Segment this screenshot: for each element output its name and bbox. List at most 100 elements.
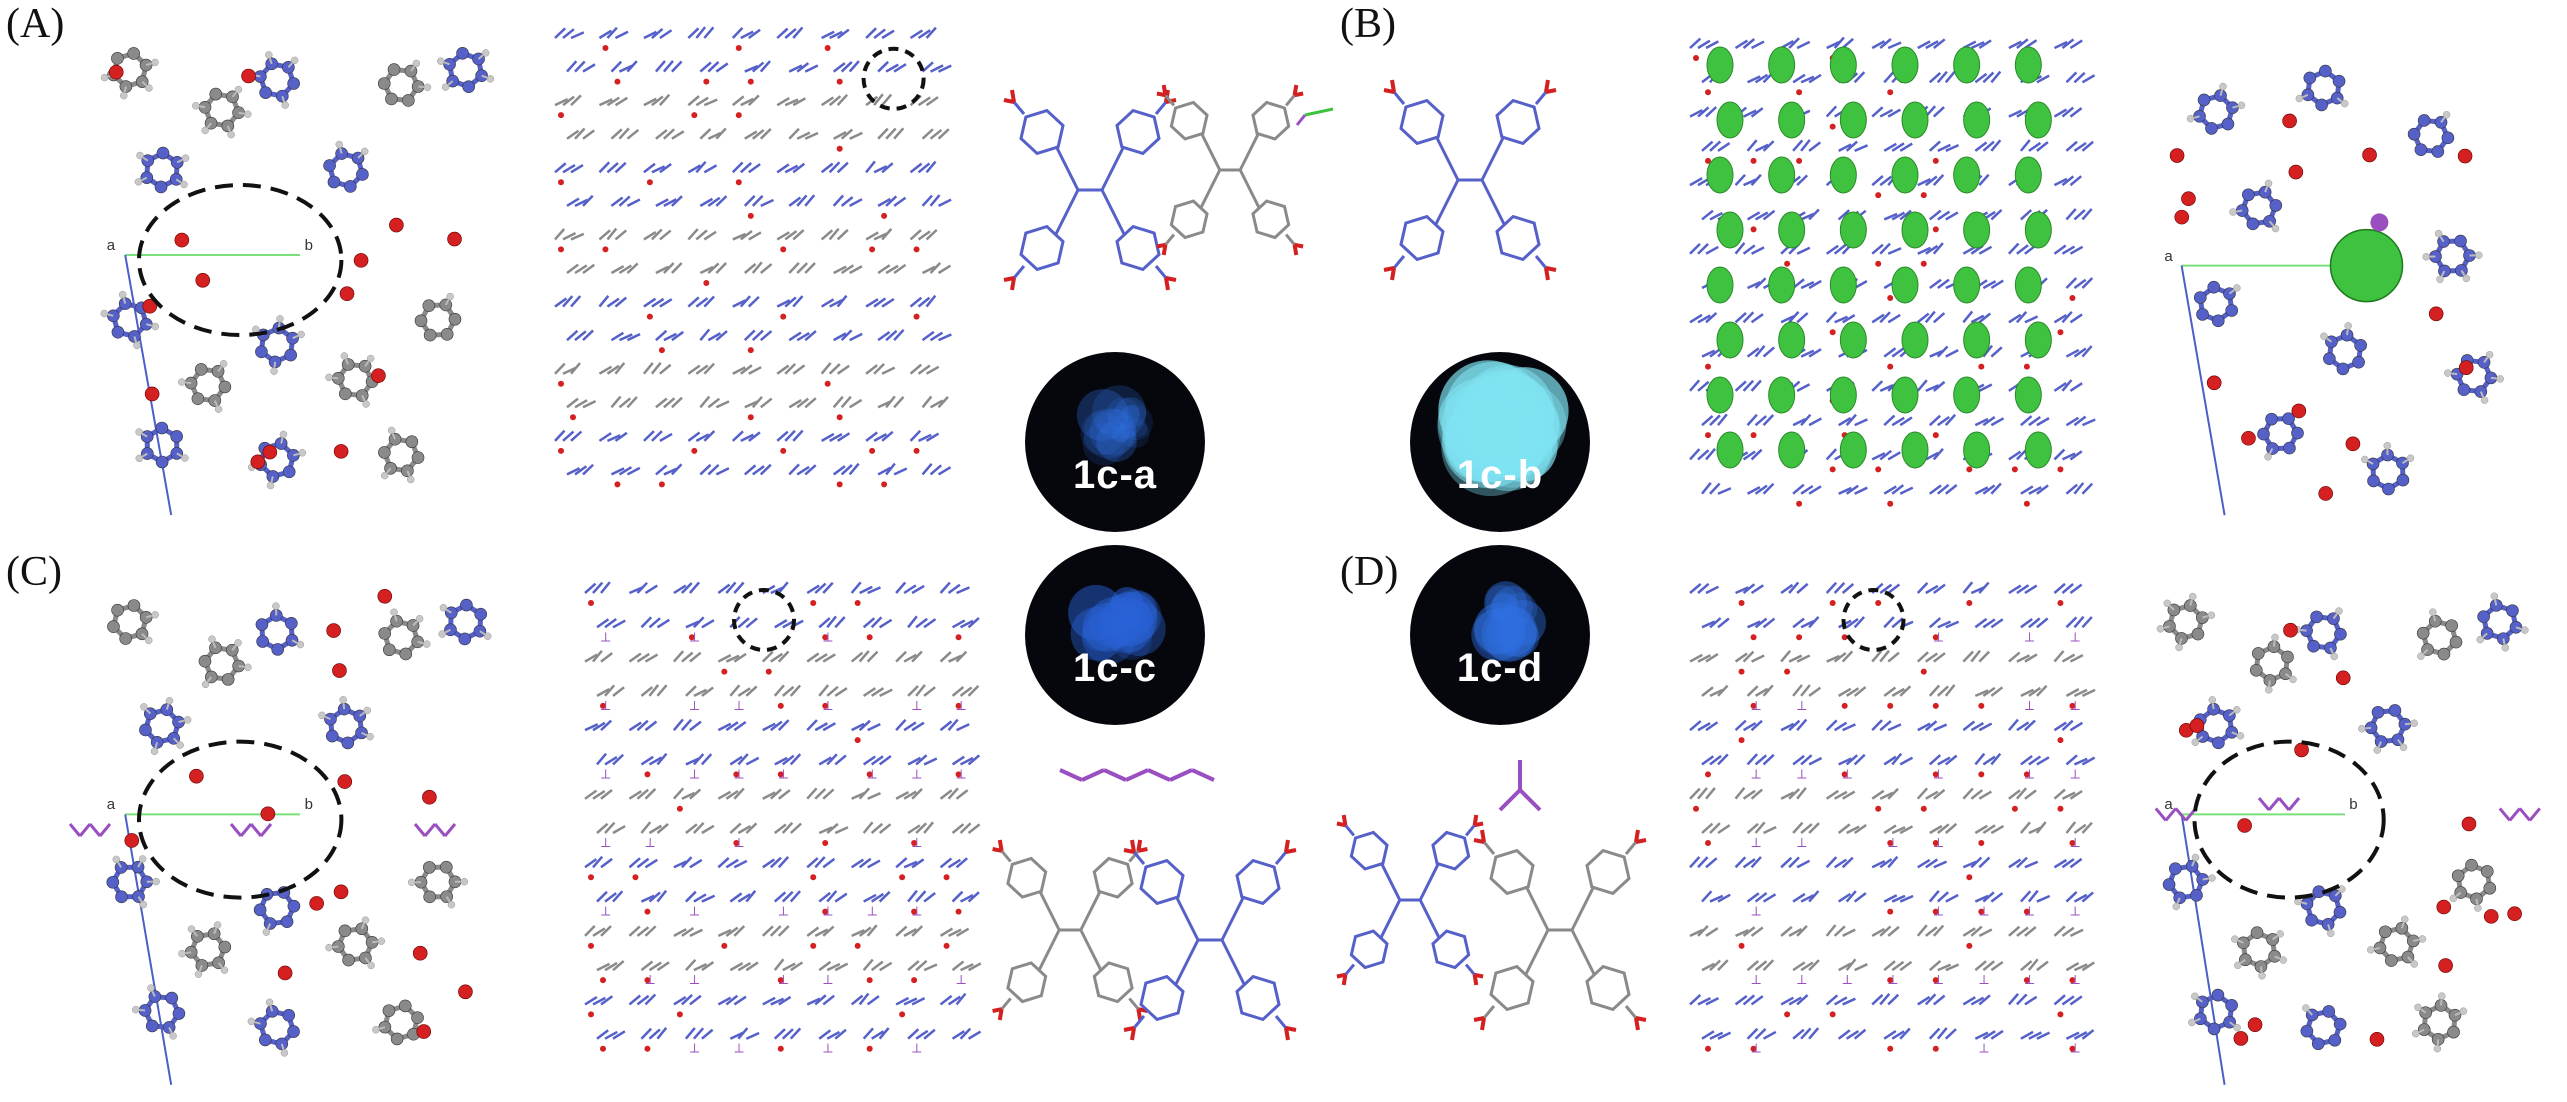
svg-text:⟂: ⟂: [779, 972, 789, 988]
svg-text:a: a: [2164, 248, 2173, 265]
photo-label-b: 1c-b: [1456, 453, 1544, 497]
svg-text:⟂: ⟂: [2025, 972, 2035, 988]
svg-text:⟂: ⟂: [2070, 629, 2080, 645]
svg-text:⟂: ⟂: [601, 904, 611, 920]
svg-text:⟂: ⟂: [734, 698, 744, 714]
svg-text:⟂: ⟂: [912, 1041, 922, 1057]
svg-text:⟂: ⟂: [868, 766, 878, 782]
svg-text:⟂: ⟂: [1934, 835, 1944, 851]
svg-text:⟂: ⟂: [912, 766, 922, 782]
panel-label-c: (C): [6, 549, 62, 595]
molecule-view-a: [1003, 84, 1334, 291]
svg-text:⟂: ⟂: [2025, 629, 2035, 645]
svg-text:⟂: ⟂: [1934, 629, 1944, 645]
svg-text:⟂: ⟂: [912, 698, 922, 714]
luminescence-photo-c: 1c-c: [1025, 545, 1205, 725]
svg-text:⟂: ⟂: [1752, 835, 1762, 851]
svg-text:⟂: ⟂: [690, 629, 700, 645]
molecule-view-d: [1336, 760, 1647, 1031]
svg-text:a: a: [107, 796, 116, 813]
svg-text:⟂: ⟂: [734, 1041, 744, 1057]
svg-text:b: b: [2349, 796, 2357, 813]
photo-label-a: 1c-a: [1072, 453, 1158, 497]
panel-label-b: (B): [1340, 1, 1396, 47]
svg-text:⟂: ⟂: [2025, 904, 2035, 920]
svg-text:⟂: ⟂: [1752, 904, 1762, 920]
svg-text:⟂: ⟂: [912, 904, 922, 920]
svg-text:⟂: ⟂: [779, 904, 789, 920]
svg-text:⟂: ⟂: [823, 904, 833, 920]
svg-text:⟂: ⟂: [1752, 972, 1762, 988]
svg-text:⟂: ⟂: [1979, 904, 1989, 920]
photo-label-d: 1c-d: [1456, 646, 1544, 690]
packing-view-d: ⟂⟂⟂⟂⟂⟂⟂⟂⟂⟂⟂⟂⟂⟂⟂⟂⟂⟂⟂⟂⟂⟂⟂⟂⟂⟂⟂⟂⟂⟂⟂⟂⟂⟂: [1689, 581, 2096, 1057]
svg-text:⟂: ⟂: [1797, 972, 1807, 988]
svg-text:⟂: ⟂: [690, 904, 700, 920]
svg-text:⟂: ⟂: [957, 766, 967, 782]
glow-icon: [1076, 385, 1153, 466]
svg-text:⟂: ⟂: [1979, 1041, 1989, 1057]
svg-text:⟂: ⟂: [601, 835, 611, 851]
svg-text:⟂: ⟂: [601, 698, 611, 714]
packing-view-a: [554, 26, 952, 488]
svg-text:⟂: ⟂: [734, 766, 744, 782]
svg-text:⟂: ⟂: [1752, 1041, 1762, 1057]
svg-text:⟂: ⟂: [1797, 698, 1807, 714]
luminescence-photo-a: 1c-a: [1025, 352, 1205, 532]
svg-text:b: b: [305, 237, 313, 254]
svg-text:⟂: ⟂: [1979, 972, 1989, 988]
svg-text:⟂: ⟂: [957, 698, 967, 714]
svg-text:⟂: ⟂: [601, 766, 611, 782]
luminescence-photo-d: 1c-d: [1410, 545, 1590, 725]
svg-text:⟂: ⟂: [1888, 835, 1898, 851]
svg-text:⟂: ⟂: [1934, 766, 1944, 782]
svg-text:⟂: ⟂: [823, 698, 833, 714]
svg-text:⟂: ⟂: [690, 972, 700, 988]
svg-text:a: a: [107, 237, 116, 254]
svg-text:⟂: ⟂: [957, 972, 967, 988]
svg-text:⟂: ⟂: [2070, 766, 2080, 782]
luminescence-photo-b: 1c-b: [1410, 352, 1590, 532]
svg-text:⟂: ⟂: [2025, 698, 2035, 714]
svg-text:⟂: ⟂: [1934, 904, 1944, 920]
panel-label-a: (A): [6, 1, 65, 47]
svg-text:⟂: ⟂: [1752, 766, 1762, 782]
molecule-view-b: [1383, 79, 1557, 281]
svg-text:⟂: ⟂: [601, 629, 611, 645]
svg-text:⟂: ⟂: [868, 904, 878, 920]
svg-text:⟂: ⟂: [1888, 972, 1898, 988]
svg-text:⟂: ⟂: [1797, 835, 1807, 851]
molecule-view-c: [992, 768, 1297, 1041]
cluster-view-b: ab: [2164, 64, 2504, 516]
svg-text:⟂: ⟂: [2025, 766, 2035, 782]
svg-text:⟂: ⟂: [1797, 766, 1807, 782]
glow-icon: [1471, 581, 1546, 662]
photo-label-c: 1c-c: [1072, 646, 1158, 690]
svg-text:⟂: ⟂: [2070, 904, 2080, 920]
packing-view-b: [1689, 36, 2096, 507]
svg-text:⟂: ⟂: [690, 766, 700, 782]
svg-text:b: b: [305, 796, 313, 813]
svg-text:⟂: ⟂: [645, 835, 655, 851]
svg-text:⟂: ⟂: [1752, 698, 1762, 714]
svg-text:⟂: ⟂: [823, 629, 833, 645]
svg-text:a: a: [2164, 796, 2173, 813]
svg-text:⟂: ⟂: [2070, 698, 2080, 714]
svg-text:⟂: ⟂: [2070, 835, 2080, 851]
svg-text:⟂: ⟂: [2070, 1041, 2080, 1057]
svg-text:⟂: ⟂: [2070, 972, 2080, 988]
svg-text:⟂: ⟂: [1843, 972, 1853, 988]
glow-icon: [1068, 584, 1166, 665]
svg-text:⟂: ⟂: [912, 835, 922, 851]
glow-icon: [1437, 360, 1569, 497]
svg-text:⟂: ⟂: [645, 972, 655, 988]
svg-text:⟂: ⟂: [734, 835, 744, 851]
panel-label-d: (D): [1340, 549, 1399, 595]
svg-text:⟂: ⟂: [690, 1041, 700, 1057]
svg-text:⟂: ⟂: [1934, 972, 1944, 988]
svg-text:⟂: ⟂: [823, 972, 833, 988]
svg-text:⟂: ⟂: [823, 1041, 833, 1057]
